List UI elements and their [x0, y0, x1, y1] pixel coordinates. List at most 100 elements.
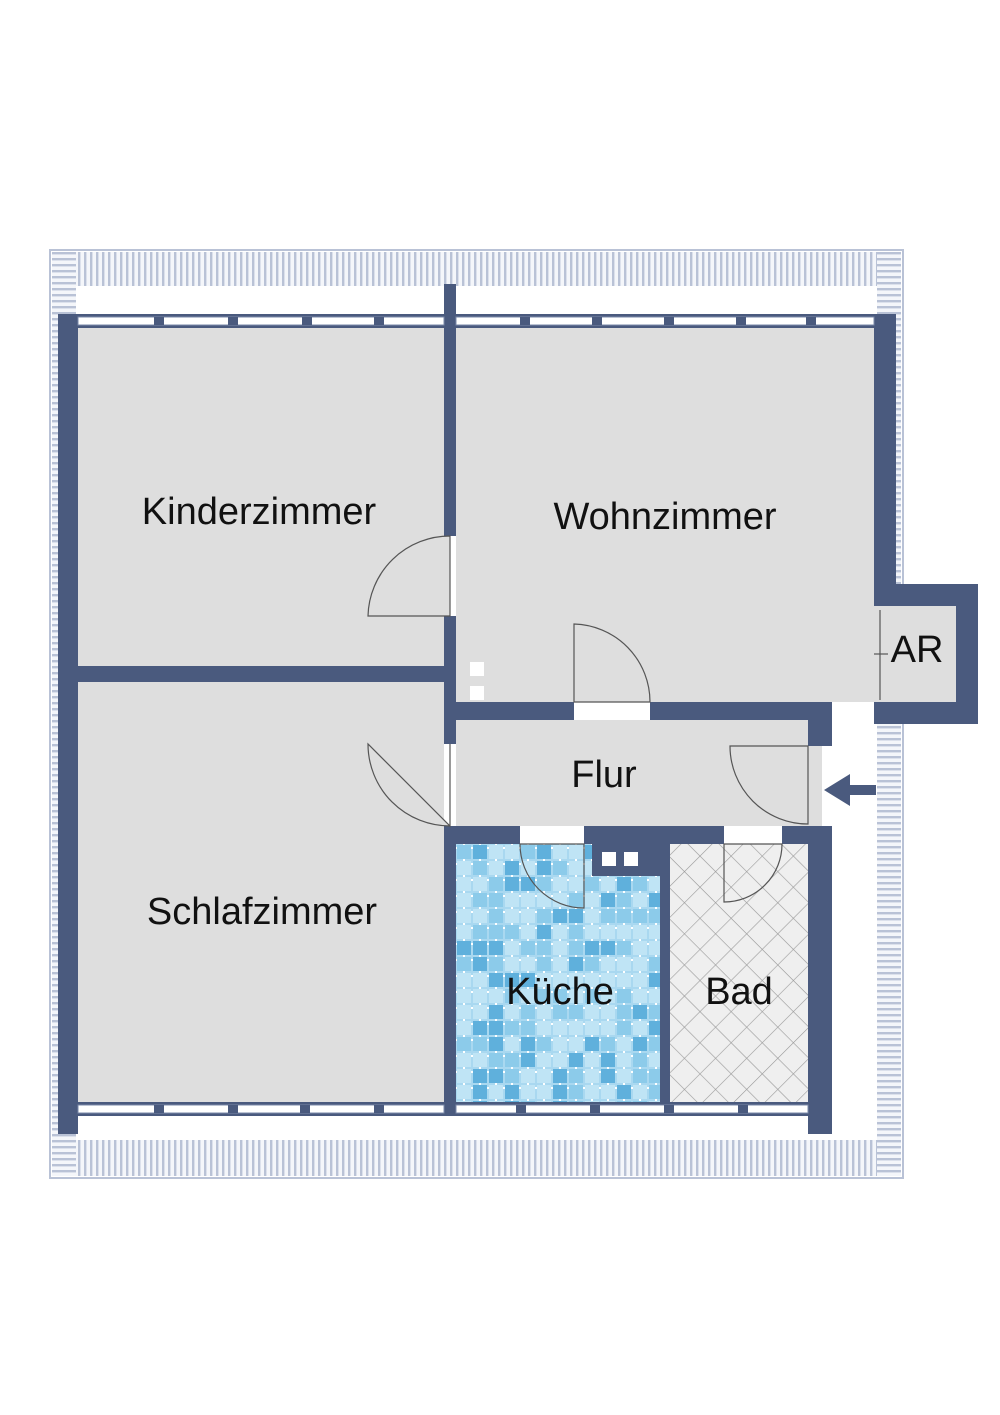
kitchen-tile	[457, 1053, 471, 1067]
kitchen-tile	[633, 893, 647, 907]
kitchen-tile	[489, 877, 503, 891]
kitchen-tile	[649, 877, 660, 891]
kitchen-tile	[473, 1053, 487, 1067]
kitchen-tile	[553, 1037, 567, 1051]
kitchen-tile	[617, 1037, 631, 1051]
kitchen-tile	[553, 861, 567, 875]
kitchen-tile	[505, 893, 519, 907]
kitchen-tile	[569, 845, 583, 859]
kitchen-tile	[601, 909, 615, 923]
kitchen-tile	[585, 973, 599, 987]
kitchen-tile	[489, 925, 503, 939]
windows	[77, 316, 875, 1114]
kitchen-tile	[457, 861, 471, 875]
kitchen-tile	[569, 877, 583, 891]
kitchen-tile	[473, 1021, 487, 1035]
kitchen-tile	[553, 877, 567, 891]
kitchen-tile	[457, 989, 471, 1003]
kitchen-tile	[617, 1053, 631, 1067]
kitchen-tile	[521, 845, 535, 859]
kitchen-tile	[633, 1069, 647, 1083]
kitchen-tile	[617, 893, 631, 907]
kitchen-tile	[537, 989, 551, 1003]
kitchen-tile	[617, 1021, 631, 1035]
kitchen-tile	[489, 1005, 503, 1019]
kitchen-tile	[633, 1101, 647, 1102]
kitchen-tile	[505, 1085, 519, 1099]
kitchen-tile	[473, 1069, 487, 1083]
kitchen-tile	[505, 909, 519, 923]
kitchen-tile	[473, 957, 487, 971]
schlafzimmer-label: Schlafzimmer	[147, 891, 377, 933]
kitchen-tile	[489, 1021, 503, 1035]
wohnzimmer-floor	[456, 328, 874, 702]
kitchen-tile	[569, 925, 583, 939]
kitchen-tile	[473, 973, 487, 987]
kitchen-tile	[601, 1053, 615, 1067]
kitchen-tile	[585, 989, 599, 1003]
kitchen-tile	[585, 1021, 599, 1035]
kitchen-tile	[649, 957, 660, 971]
kitchen-tile	[617, 925, 631, 939]
kitchen-tile	[553, 1085, 567, 1099]
kitchen-tile	[553, 957, 567, 971]
kitchen-tile	[537, 925, 551, 939]
kitchen-tile	[569, 973, 583, 987]
kitchen-tile	[521, 925, 535, 939]
kitchen-tile	[537, 845, 551, 859]
kitchen-tile	[649, 1053, 660, 1067]
kitchen-tile	[521, 1005, 535, 1019]
kitchen-tile	[505, 957, 519, 971]
doors	[367, 535, 888, 909]
kitchen-tile	[633, 909, 647, 923]
kitchen-tile	[537, 1037, 551, 1051]
kitchen-tile	[537, 893, 551, 907]
kitchen-tile	[537, 909, 551, 923]
kueche-label: Küche	[506, 971, 614, 1013]
kitchen-tile	[489, 1053, 503, 1067]
kitchen-tile	[473, 893, 487, 907]
kitchen-tile	[537, 1101, 551, 1102]
kitchen-tile	[601, 957, 615, 971]
kitchen-tile	[489, 973, 503, 987]
kitchen-tile	[585, 1085, 599, 1099]
kitchen-tile	[553, 973, 567, 987]
kitchen-tile	[601, 1069, 615, 1083]
kitchen-tile	[617, 1069, 631, 1083]
kitchen-tile	[505, 1101, 519, 1102]
kitchen-tile	[505, 845, 519, 859]
kitchen-tile	[553, 941, 567, 955]
kitchen-tile	[505, 1037, 519, 1051]
kitchen-tile	[473, 1085, 487, 1099]
kitchen-tile	[537, 1069, 551, 1083]
kitchen-tile	[553, 1053, 567, 1067]
kitchen-tile	[521, 941, 535, 955]
kitchen-tile	[489, 1085, 503, 1099]
kitchen-tile	[585, 893, 599, 907]
kitchen-tile	[505, 925, 519, 939]
kitchen-tile	[537, 1021, 551, 1035]
kitchen-tile	[601, 1085, 615, 1099]
kitchen-tile	[569, 1021, 583, 1035]
kitchen-tile	[601, 1037, 615, 1051]
kitchen-tile	[505, 941, 519, 955]
kitchen-tile	[505, 1005, 519, 1019]
kitchen-tile	[617, 973, 631, 987]
kitchen-tile	[601, 1101, 615, 1102]
wohnzimmer-label: Wohnzimmer	[553, 496, 776, 538]
kitchen-tile	[569, 941, 583, 955]
kitchen-tile	[489, 1101, 503, 1102]
kitchen-tile	[521, 1101, 535, 1102]
kitchen-tile	[521, 989, 535, 1003]
kitchen-tile	[537, 877, 551, 891]
kitchen-tile	[473, 1101, 487, 1102]
kitchen-tile	[457, 1005, 471, 1019]
kitchen-tile	[601, 893, 615, 907]
kitchen-tile	[649, 973, 660, 987]
kitchen-tile	[489, 1037, 503, 1051]
abstellraum-label: AR	[891, 629, 944, 671]
kitchen-tile	[617, 1005, 631, 1019]
kitchen-tile	[457, 973, 471, 987]
kitchen-tile	[521, 1085, 535, 1099]
kitchen-tile	[585, 1053, 599, 1067]
